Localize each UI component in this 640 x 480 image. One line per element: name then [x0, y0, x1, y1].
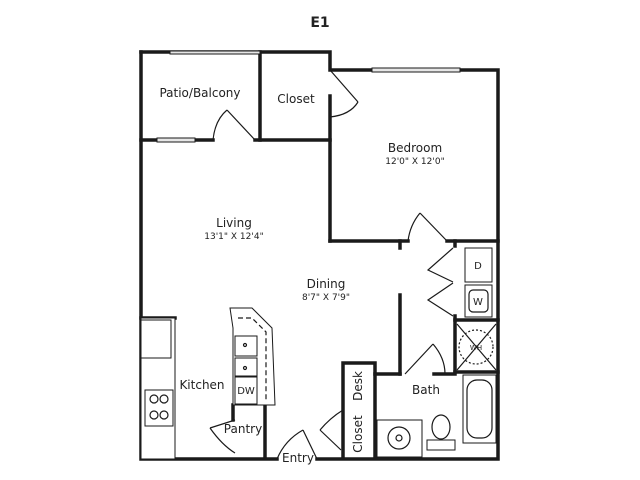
- doors: [209, 69, 454, 460]
- dishwasher: [234, 376, 258, 405]
- stove: [144, 389, 174, 427]
- room-label-closet-top: Closet: [277, 92, 315, 106]
- room-label-entry: Entry: [282, 451, 314, 465]
- dryer: [464, 247, 493, 283]
- window-patio-top: [169, 50, 261, 55]
- room-dims-bedroom: 12'0" X 12'0": [385, 157, 444, 167]
- room-dims-living: 13'1" X 12'4": [204, 232, 263, 242]
- walls: [139, 50, 500, 461]
- kitchen-counter: DW: [140, 307, 276, 460]
- room-label-closet-bottom: Closet: [351, 415, 365, 453]
- room-label-bath: Bath: [412, 383, 440, 397]
- room-label-dining: Dining: [307, 277, 346, 291]
- window-living: [156, 137, 196, 143]
- window-bedroom: [371, 67, 461, 73]
- room-label-living: Living: [216, 216, 252, 230]
- room-dims-dining: 8'7" X 7'9": [302, 293, 350, 303]
- bath-fixtures: [376, 374, 497, 458]
- svg-text:DW: DW: [237, 386, 255, 397]
- room-label-pantry: Pantry: [224, 422, 262, 436]
- svg-text:W: W: [473, 297, 483, 308]
- svg-text:WH: WH: [470, 344, 482, 352]
- plan-title: E1: [310, 15, 329, 31]
- room-label-bedroom: Bedroom: [388, 141, 442, 155]
- svg-text:D: D: [474, 261, 482, 272]
- room-label-desk: Desk: [351, 371, 365, 401]
- room-label-kitchen: Kitchen: [179, 378, 224, 392]
- water-heater: WH: [456, 323, 497, 371]
- room-label-patio: Patio/Balcony: [159, 86, 240, 100]
